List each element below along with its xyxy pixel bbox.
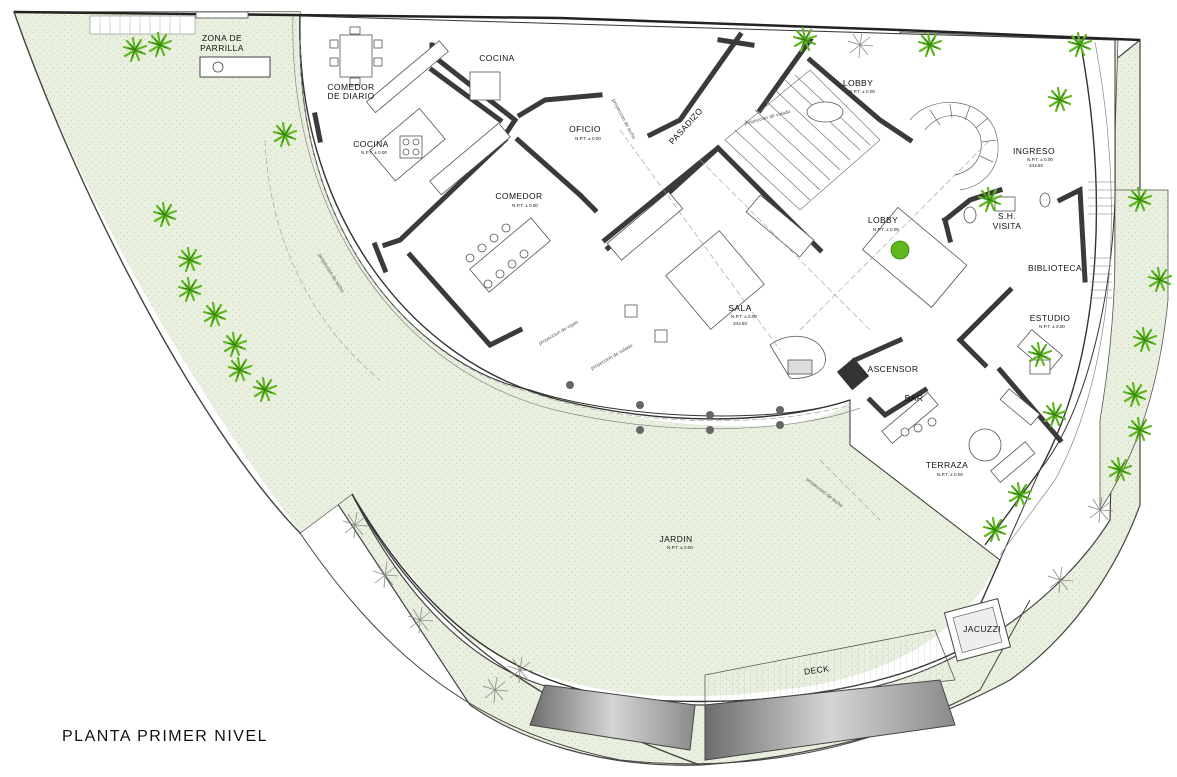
elevation-sala: 343.50 <box>733 321 747 326</box>
label-lobby: LOBBY <box>868 215 898 225</box>
label-zona-parrilla-1: ZONA DE <box>202 33 242 43</box>
level-cocina: N.P.T. ± 0.00 <box>361 150 387 155</box>
elevator-shaft <box>836 357 870 391</box>
label-deck: DECK <box>803 663 829 676</box>
level-comedor: N.P.T. ± 0.00 <box>512 203 538 208</box>
gallery-columns <box>566 381 784 434</box>
level-estudio: N.P.T. ± 0.00 <box>1039 324 1065 329</box>
level-lobby-top: N.P.T. ± 0.00 <box>849 89 875 94</box>
elevation-ingreso: 343.50 <box>1029 163 1043 168</box>
parrilla-counter <box>199 56 271 78</box>
label-cocina: COCINA <box>353 139 388 149</box>
parrilla-sink <box>212 61 224 73</box>
label-estudio: ESTUDIO <box>1030 313 1071 323</box>
label-cocina-top: COCINA <box>479 53 514 63</box>
level-oficio: N.P.T. ± 0.00 <box>575 136 601 141</box>
label-jardin: JARDIN <box>659 534 692 544</box>
label-jacuzzi: JACUZZI <box>963 624 1001 634</box>
level-jardin: N.P.T. ± 0.00 <box>667 545 693 550</box>
main-stair <box>724 69 881 211</box>
label-lobby-top: LOBBY <box>843 78 873 88</box>
label-sala: SALA <box>728 303 751 313</box>
level-terraza: N.P.T. ± 0.00 <box>937 472 963 477</box>
level-lobby: N.P.T. ± 0.00 <box>873 227 899 232</box>
label-ascensor: ASCENSOR <box>868 364 919 374</box>
right-stair <box>1088 181 1115 299</box>
level-labels: N.P.T. ± 0.00 N.P.T. ± 0.00 N.P.T. ± 0.0… <box>361 89 1065 550</box>
label-comedor-diario-1: COMEDOR <box>327 82 374 92</box>
label-bar: BAR <box>905 393 924 403</box>
label-sh-visita-2: VISITA <box>993 221 1022 231</box>
label-comedor: COMEDOR <box>495 191 542 201</box>
level-ingreso: N.P.T. ± 0.00 <box>1027 157 1053 162</box>
plan-title: PLANTA PRIMER NIVEL <box>62 728 269 745</box>
furniture <box>329 26 1063 483</box>
facade-curve <box>299 15 851 420</box>
level-sala: N.P.T. ± 0.00 <box>731 314 757 319</box>
label-comedor-diario-2: DE DIARIO <box>327 91 374 101</box>
pool-left <box>529 684 696 751</box>
stair-steps-top <box>89 15 196 35</box>
parrilla-wall <box>195 11 249 19</box>
east-facade-curve-outer <box>999 41 1112 556</box>
jacuzzi-box <box>943 597 1012 662</box>
spiral-stair <box>909 101 999 191</box>
projection-lines <box>264 39 991 521</box>
label-biblioteca: BIBLIOTECA <box>1028 263 1082 273</box>
walls <box>312 31 1088 444</box>
label-terraza: TERRAZA <box>926 460 968 470</box>
label-oficio: OFICIO <box>569 124 601 134</box>
pool-right <box>704 679 956 761</box>
property-line-top <box>13 10 1141 42</box>
garden-strip-top-left <box>14 12 300 532</box>
label-zona-parrilla-2: PARRILLA <box>200 43 244 53</box>
label-ingreso: INGRESO <box>1013 146 1055 156</box>
facade-curve-outer <box>292 15 861 430</box>
garden-main-lawn <box>300 12 1000 697</box>
label-sh-visita-1: S.H. <box>998 211 1016 221</box>
